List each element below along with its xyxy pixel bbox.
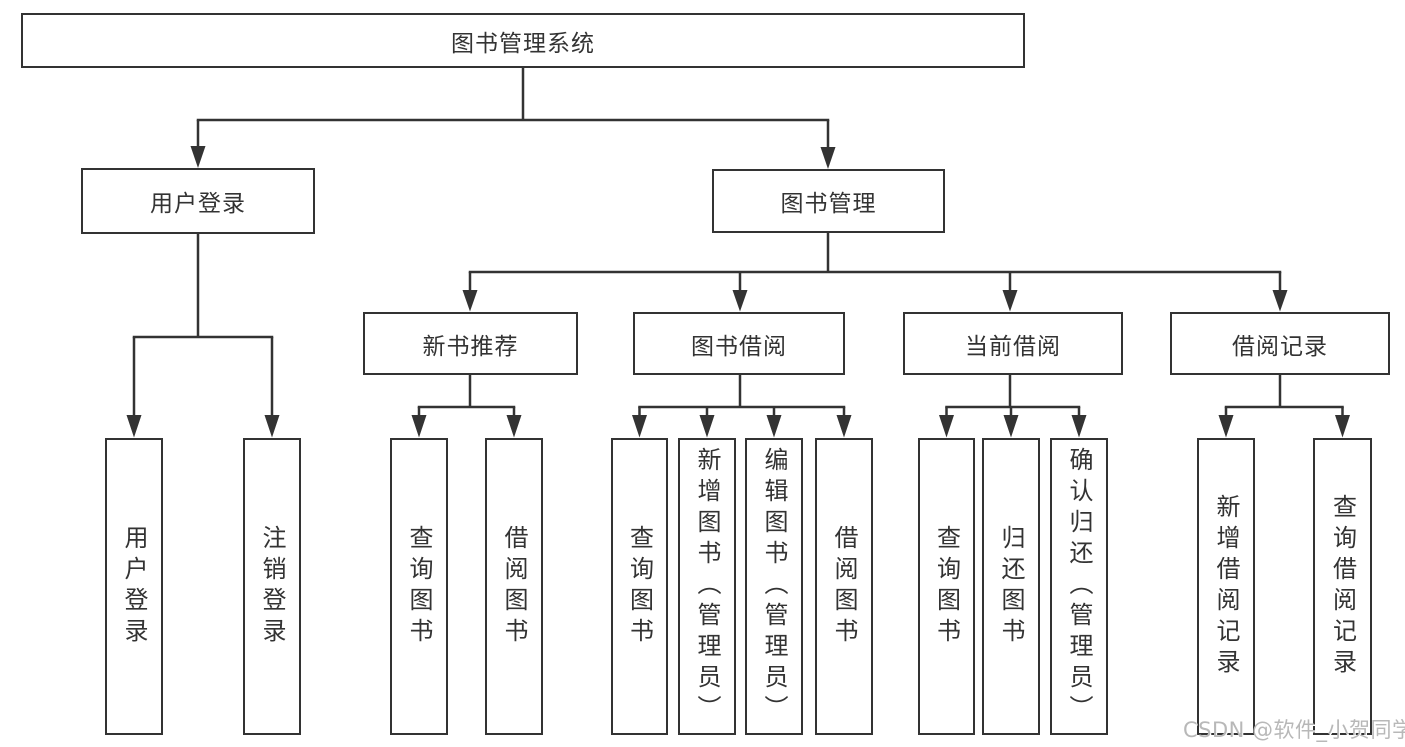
node-book-management: 图书管理 — [712, 169, 945, 233]
node-root: 图书管理系统 — [21, 13, 1025, 68]
leaf-add-borrow-record-label: 新增借阅记录 — [1212, 493, 1240, 680]
node-new-book-recommend-label: 新书推荐 — [422, 333, 519, 360]
leaf-query-books-3-label: 查询图书 — [932, 524, 961, 649]
leaf-query-books-2: 查询图书 — [611, 438, 668, 735]
leaf-borrow-books-2: 借阅图书 — [815, 438, 873, 735]
leaf-edit-book-admin: 编辑图书（管理员） — [745, 438, 803, 735]
node-current-borrowing: 当前借阅 — [903, 312, 1123, 375]
leaf-confirm-return-admin-label: 确认归还（管理员） — [1065, 447, 1093, 726]
leaf-logout-label: 注销登录 — [258, 524, 286, 649]
leaf-confirm-return-admin: 确认归还（管理员） — [1050, 438, 1108, 735]
leaf-borrow-books-1-label: 借阅图书 — [500, 524, 528, 649]
csdn-watermark: CSDN @软件_小贺同学 — [1183, 718, 1405, 742]
node-user-login-label: 用户登录 — [150, 191, 246, 217]
leaf-return-book-label: 归还图书 — [997, 524, 1025, 649]
node-new-book-recommend: 新书推荐 — [363, 312, 578, 375]
root-connector — [190, 68, 836, 169]
node-borrowing-records-label: 借阅记录 — [1232, 333, 1328, 360]
leaf-borrow-books-1: 借阅图书 — [485, 438, 543, 735]
leaf-query-borrow-record-label: 查询借阅记录 — [1328, 493, 1357, 680]
node-user-login: 用户登录 — [81, 168, 315, 234]
leaf-query-books-3: 查询图书 — [918, 438, 975, 735]
book-borrowing-branch-connector — [632, 375, 852, 438]
book-management-connector — [462, 233, 1288, 312]
leaf-add-book-admin-label: 新增图书（管理员） — [693, 447, 721, 726]
node-current-borrowing-label: 当前借阅 — [965, 333, 1061, 360]
leaf-query-books-1-label: 查询图书 — [405, 524, 433, 649]
leaf-user-login: 用户登录 — [105, 438, 163, 735]
leaf-user-login-label: 用户登录 — [120, 524, 148, 649]
leaf-return-book: 归还图书 — [982, 438, 1040, 735]
node-book-borrowing-label: 图书借阅 — [691, 333, 787, 360]
user-login-branch-connector — [126, 234, 280, 438]
node-book-management-label: 图书管理 — [780, 191, 877, 217]
current-borrowing-branch-connector — [939, 375, 1087, 438]
leaf-logout: 注销登录 — [243, 438, 301, 735]
leaf-query-books-1: 查询图书 — [390, 438, 448, 735]
node-borrowing-records: 借阅记录 — [1170, 312, 1390, 375]
node-book-borrowing: 图书借阅 — [633, 312, 845, 375]
leaf-edit-book-admin-label: 编辑图书（管理员） — [760, 447, 788, 726]
leaf-query-books-2-label: 查询图书 — [625, 524, 654, 649]
leaf-borrow-books-2-label: 借阅图书 — [830, 524, 858, 649]
borrowing-records-branch-connector — [1218, 375, 1350, 438]
new-book-branch-connector — [411, 375, 522, 438]
leaf-query-borrow-record: 查询借阅记录 — [1313, 438, 1372, 735]
node-root-label: 图书管理系统 — [451, 30, 595, 57]
leaf-add-book-admin: 新增图书（管理员） — [678, 438, 736, 735]
leaf-add-borrow-record: 新增借阅记录 — [1197, 438, 1255, 735]
